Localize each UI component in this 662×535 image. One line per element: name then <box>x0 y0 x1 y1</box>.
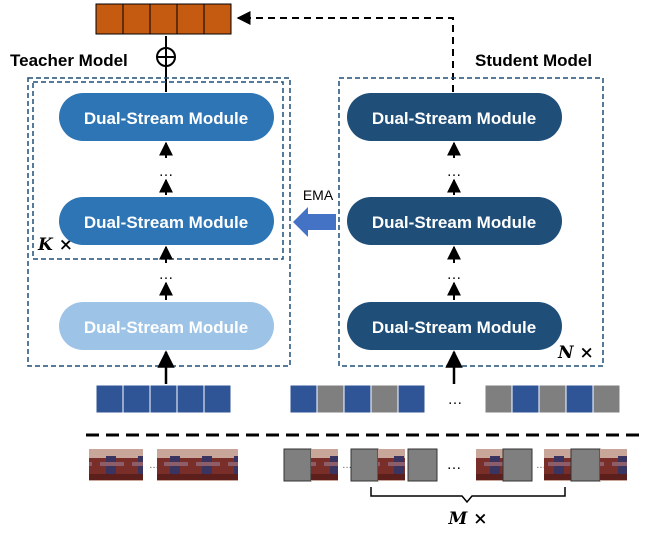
masked-token <box>484 384 513 414</box>
token <box>511 384 540 414</box>
student-input-tokens-group-1 <box>289 384 426 414</box>
module-label: Dual-Stream Module <box>84 213 248 232</box>
token <box>565 384 594 414</box>
module-label: Dual-Stream Module <box>84 318 248 337</box>
token <box>149 384 178 414</box>
output-token <box>176 3 205 35</box>
student-input-tokens-group-2 <box>484 384 621 414</box>
output-token <box>95 3 124 35</box>
student-flow-arrows: … … <box>445 141 463 384</box>
student-outer-box <box>338 77 604 367</box>
output-token-bar <box>95 3 232 35</box>
token <box>95 384 124 414</box>
teacher-repeat-label: K × <box>37 235 73 255</box>
masked-frame <box>570 448 601 482</box>
token <box>397 384 426 414</box>
ellipsis: … <box>149 460 159 471</box>
video-frame-image <box>157 449 184 481</box>
teacher-flow-arrows: … … <box>157 141 175 384</box>
student-video-frames: … … … <box>283 448 627 482</box>
output-token <box>203 3 232 35</box>
ellipsis: … <box>447 456 462 473</box>
ellipsis: … <box>448 391 463 408</box>
video-frame-image <box>184 449 211 481</box>
student-model-title: Student Model <box>475 51 592 70</box>
teacher-model-title: Teacher Model <box>10 51 128 70</box>
student-module-middle: Dual-Stream Module <box>347 197 562 245</box>
ema-label: EMA <box>303 187 334 203</box>
student-module-bottom: Dual-Stream Module <box>347 302 562 350</box>
video-frame-image <box>600 449 627 481</box>
group-brace <box>370 487 566 504</box>
masked-token <box>592 384 621 414</box>
token <box>122 384 151 414</box>
ema-arrow: EMA <box>293 187 336 237</box>
masked-token <box>538 384 567 414</box>
masked-frame <box>502 448 533 482</box>
masked-frame <box>283 448 312 482</box>
video-frame-image <box>116 449 143 481</box>
ellipsis: … <box>342 460 352 471</box>
token <box>176 384 205 414</box>
masked-token <box>316 384 345 414</box>
student-repeat-label: N × <box>557 343 594 363</box>
video-frame-image <box>89 449 116 481</box>
module-label: Dual-Stream Module <box>84 109 248 128</box>
module-label: Dual-Stream Module <box>372 318 536 337</box>
student-to-output-dashed-arrow <box>236 11 454 92</box>
sum-operator-icon <box>156 36 176 92</box>
ellipsis: … <box>536 460 546 471</box>
module-label: Dual-Stream Module <box>372 213 536 232</box>
masked-token <box>370 384 399 414</box>
video-frame-image <box>476 449 503 481</box>
video-frame-image <box>378 449 405 481</box>
video-frame-image <box>544 449 571 481</box>
video-frame-image <box>311 449 338 481</box>
teacher-module-top: Dual-Stream Module <box>59 93 274 141</box>
teacher-module-bottom: Dual-Stream Module <box>59 302 274 350</box>
teacher-input-tokens <box>95 384 232 414</box>
masked-frame <box>350 448 379 482</box>
teacher-module-middle: Dual-Stream Module <box>59 197 274 245</box>
token <box>343 384 372 414</box>
output-token <box>149 3 178 35</box>
ellipsis: … <box>159 266 174 283</box>
module-label: Dual-Stream Module <box>372 109 536 128</box>
ellipsis: … <box>447 266 462 283</box>
teacher-video-frames: … <box>89 449 238 481</box>
teacher-repeat-box <box>32 81 284 260</box>
bottom-repeat-label: M × <box>448 509 488 529</box>
student-module-top: Dual-Stream Module <box>347 93 562 141</box>
token <box>289 384 318 414</box>
masked-frame <box>407 448 438 482</box>
output-token <box>122 3 151 35</box>
ellipsis: … <box>447 163 462 180</box>
token <box>203 384 232 414</box>
ellipsis: … <box>159 163 174 180</box>
video-frame-image <box>211 449 238 481</box>
